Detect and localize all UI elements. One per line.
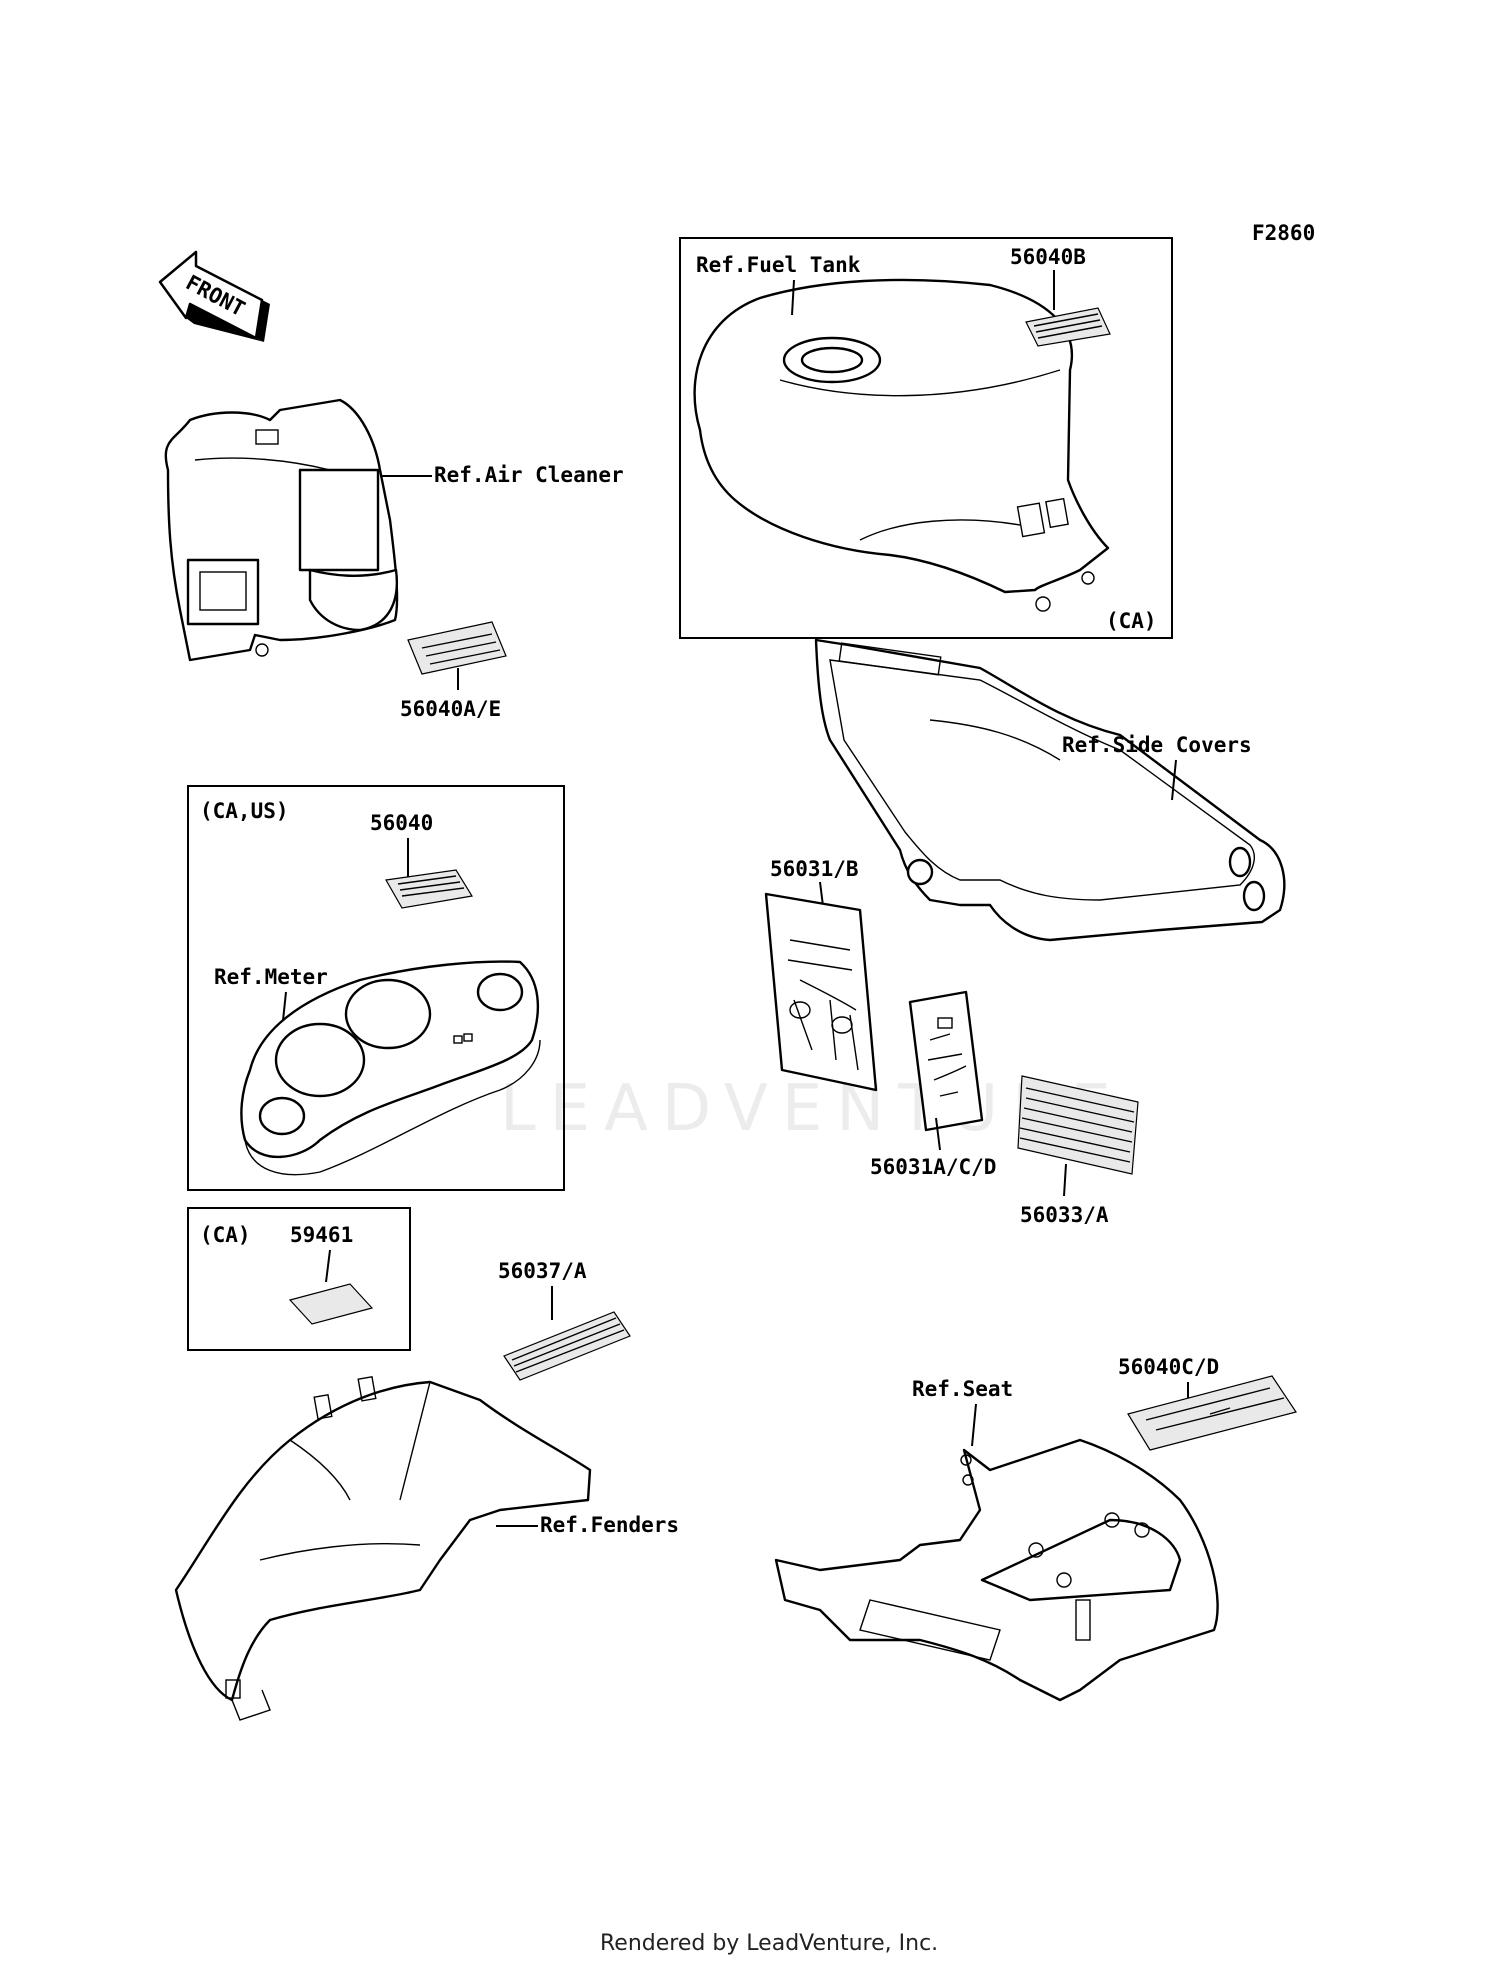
ref-seat: Ref.Seat [912,1377,1013,1401]
part-56040AE: 56040A/E [400,697,501,721]
ref-fuel-tank: Ref.Fuel Tank [696,253,861,277]
meter-box [187,785,565,1191]
decal-56040B [1025,307,1111,347]
decal-56033A [1017,1075,1139,1175]
fuel-tank-illustration [693,278,1110,612]
decal-56040CD [1127,1375,1297,1451]
meter-region-label: (CA,US) [200,799,289,823]
part-56031ACD: 56031A/C/D [870,1155,996,1179]
fuel-tank-box [679,237,1173,639]
decal-56037A [503,1311,631,1381]
ref-fenders: Ref.Fenders [540,1513,679,1537]
ref-meter: Ref.Meter [214,965,328,989]
decal-59461 [288,1283,374,1325]
decal-56031B [764,892,878,1092]
front-arrow-icon: FRONT [158,250,270,342]
decal-56040AE [407,621,507,675]
part-56031B: 56031/B [770,857,859,881]
part-56040CD: 56040C/D [1118,1355,1219,1379]
seat-illustration [774,1438,1219,1702]
decal-box [187,1207,411,1351]
part-59461: 59461 [290,1223,353,1247]
air-cleaner-illustration [164,398,399,662]
decal-56040 [385,869,473,909]
meter-illustration [240,960,541,1176]
fender-illustration [174,1375,592,1721]
watermark-text: LEADVENTURE [500,1072,1125,1146]
side-cover-illustration [814,638,1286,942]
part-56040B: 56040B [1010,245,1086,269]
part-56037A: 56037/A [498,1259,587,1283]
part-56033A: 56033/A [1020,1203,1109,1227]
decal-region-label: (CA) [200,1223,251,1247]
part-56040: 56040 [370,811,433,835]
figure-code: F2860 [1252,221,1315,245]
fuel-tank-region-label: (CA) [1106,609,1157,633]
decal-56031ACD [908,990,984,1132]
ref-air-cleaner: Ref.Air Cleaner [434,463,624,487]
footer-credit: Rendered by LeadVenture, Inc. [600,1931,938,1956]
ref-side-covers: Ref.Side Covers [1062,733,1252,757]
